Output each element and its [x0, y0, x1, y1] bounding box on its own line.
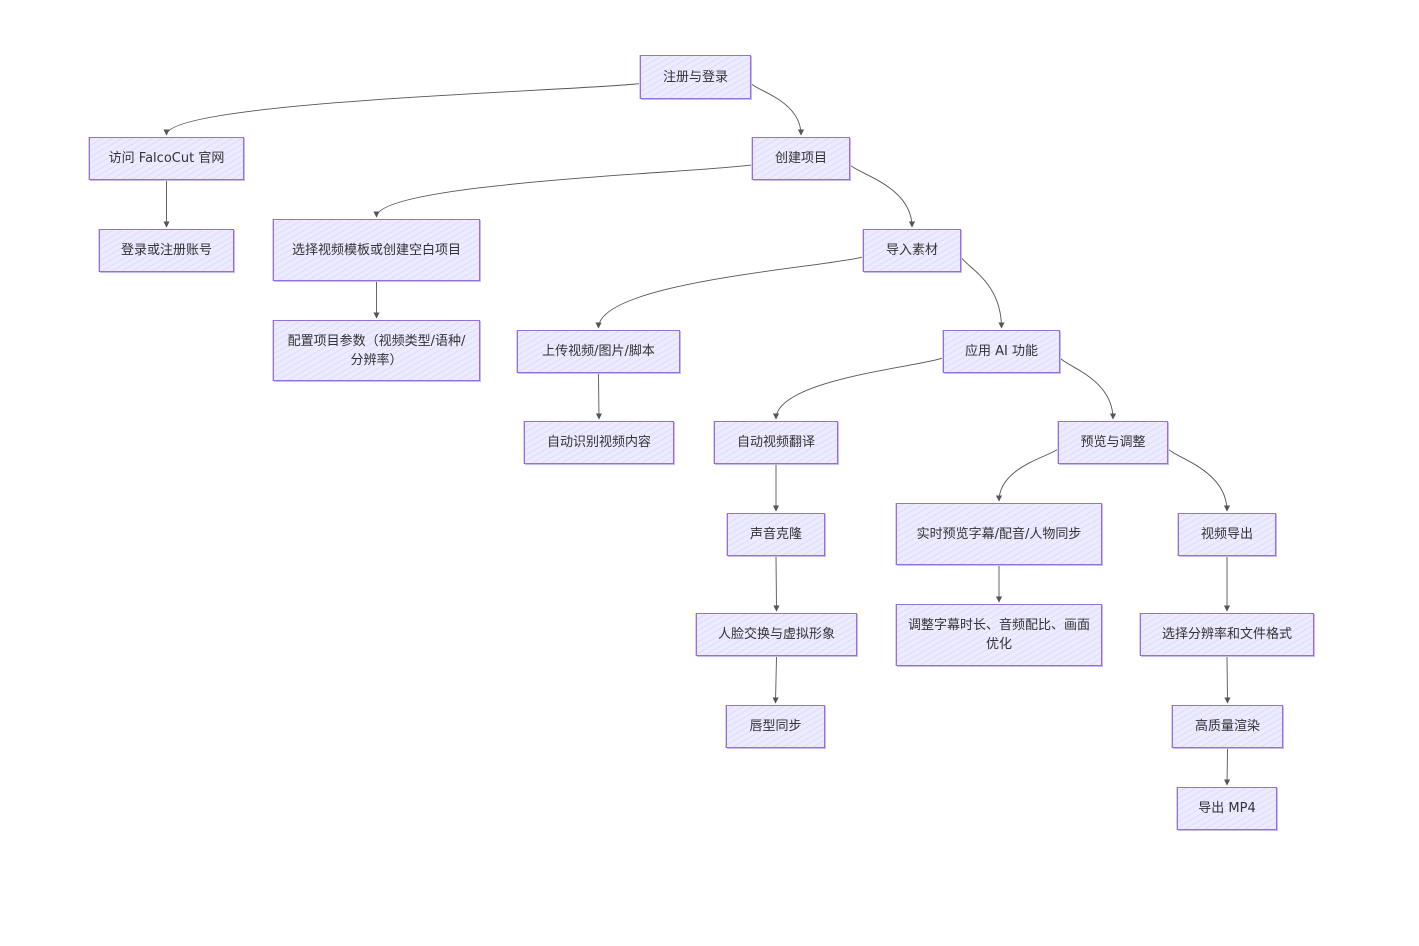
edge-login-visit	[163, 83, 641, 136]
node-upload-media[interactable]: 上传视频/图片/脚本	[517, 330, 680, 373]
node-select-format-label: 选择分辨率和文件格式	[1161, 627, 1292, 642]
node-visit-site-label: 访问 FalcoCut 官网	[108, 151, 225, 166]
edge-ai-translate	[772, 357, 944, 420]
node-apply-ai-label: 应用 AI 功能	[965, 344, 1038, 359]
node-hq-render-label: 高质量渲染	[1194, 719, 1260, 734]
edge-render-mp4	[1223, 747, 1231, 786]
node-select-template[interactable]: 选择视频模板或创建空白项目	[273, 219, 480, 281]
node-video-export[interactable]: 视频导出	[1178, 513, 1276, 556]
edge-format-render	[1224, 655, 1231, 704]
node-visit-site[interactable]: 访问 FalcoCut 官网	[89, 137, 244, 180]
node-realtime-preview-label: 实时预览字幕/配音/人物同步	[916, 526, 1082, 542]
node-create-project-label: 创建项目	[774, 151, 827, 166]
node-auto-translate[interactable]: 自动视频翻译	[714, 421, 838, 464]
edge-import-upload	[595, 256, 864, 329]
edge-login-create	[750, 83, 805, 136]
node-preview-adjust-label: 预览与调整	[1080, 435, 1146, 450]
edge-upload-recognize	[595, 372, 603, 420]
node-face-swap-label: 人脸交换与虚拟形象	[717, 627, 835, 642]
node-voice-clone[interactable]: 声音克隆	[727, 513, 825, 556]
node-select-template-label: 选择视频模板或创建空白项目	[291, 242, 461, 258]
node-adjust-settings-label: 调整字幕时长、音频配比、画面优化	[907, 618, 1090, 652]
node-export-mp4[interactable]: 导出 MP4	[1177, 787, 1277, 830]
node-upload-media-label: 上传视频/图片/脚本	[542, 344, 655, 359]
node-login-label: 注册与登录	[662, 69, 728, 85]
node-import-assets-label: 导入素材	[885, 243, 938, 258]
node-apply-ai[interactable]: 应用 AI 功能	[943, 330, 1060, 373]
node-import-assets[interactable]: 导入素材	[863, 229, 961, 272]
edge-preview-realtime	[995, 448, 1059, 502]
node-register-label: 登录或注册账号	[120, 243, 212, 258]
edge-clone-faceswap	[773, 555, 780, 612]
node-select-format[interactable]: 选择分辨率和文件格式	[1140, 613, 1314, 656]
node-lip-sync-label: 唇型同步	[749, 719, 802, 734]
node-hq-render[interactable]: 高质量渲染	[1172, 705, 1283, 748]
node-voice-clone-label: 声音克隆	[749, 527, 802, 542]
edge-preview-export	[1167, 448, 1231, 512]
node-face-swap[interactable]: 人脸交换与虚拟形象	[696, 613, 857, 656]
edge-import-ai	[960, 256, 1005, 329]
node-realtime-preview[interactable]: 实时预览字幕/配音/人物同步	[896, 503, 1102, 565]
node-config-params-label: 配置项目参数（视频类型/语种/分辨率）	[287, 333, 466, 368]
node-video-export-label: 视频导出	[1200, 527, 1253, 542]
node-adjust-settings[interactable]: 调整字幕时长、音频配比、画面优化	[896, 604, 1102, 666]
edge-faceswap-lipsync	[772, 655, 779, 704]
node-auto-recognize[interactable]: 自动识别视频内容	[524, 421, 674, 464]
node-export-mp4-label: 导出 MP4	[1198, 801, 1256, 816]
node-auto-translate-label: 自动视频翻译	[736, 435, 815, 450]
node-create-project[interactable]: 创建项目	[752, 137, 850, 180]
node-preview-adjust[interactable]: 预览与调整	[1058, 421, 1168, 464]
edge-create-template	[373, 164, 753, 218]
node-login[interactable]: 注册与登录	[640, 55, 751, 99]
node-lip-sync[interactable]: 唇型同步	[726, 705, 825, 748]
node-register[interactable]: 登录或注册账号	[99, 229, 234, 272]
node-auto-recognize-label: 自动识别视频内容	[546, 435, 651, 450]
edge-create-import	[849, 164, 916, 228]
node-config-params[interactable]: 配置项目参数（视频类型/语种/分辨率）	[273, 320, 480, 381]
edge-ai-preview	[1059, 357, 1117, 420]
